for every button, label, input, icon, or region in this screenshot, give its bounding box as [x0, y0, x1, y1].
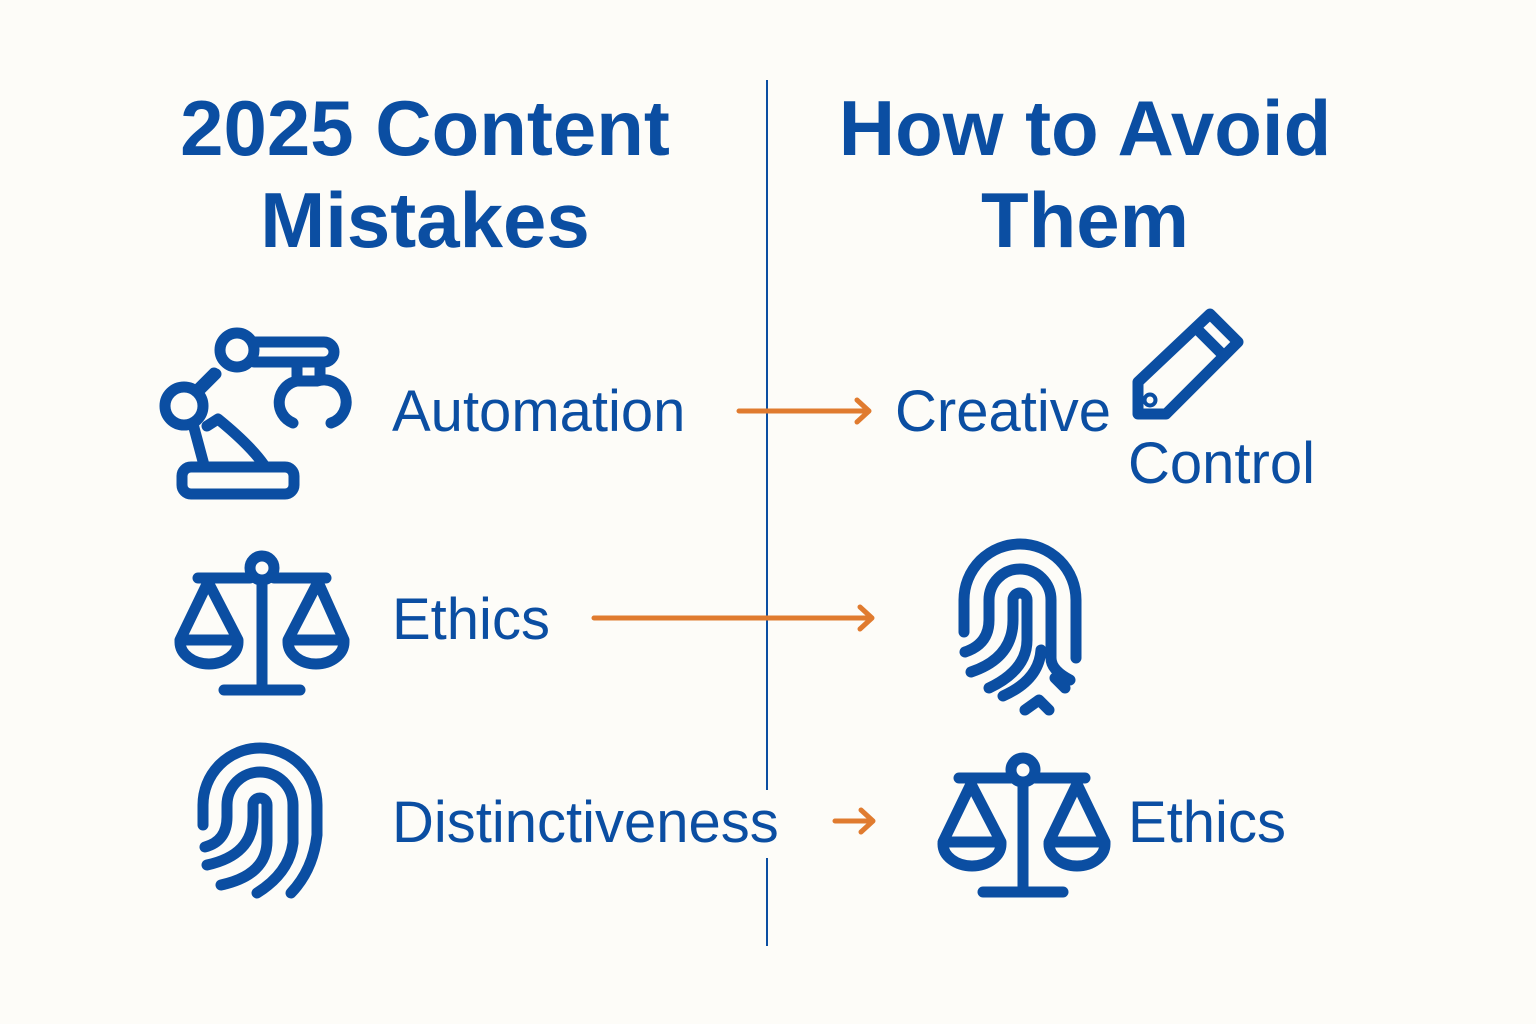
solution-creative-label: Creative: [895, 379, 1111, 444]
mistake-ethics-label: Ethics: [392, 587, 550, 652]
mistake-automation-label: Automation: [392, 379, 686, 444]
arrow-right-icon: [736, 397, 872, 425]
left-title: 2025 Content Mistakes: [100, 82, 750, 266]
left-title-line1: 2025 Content: [180, 84, 670, 172]
pencil-icon: [1132, 308, 1244, 420]
scales-icon: [174, 550, 350, 696]
right-title: How to Avoid Them: [760, 82, 1410, 266]
solution-ethics-label: Ethics: [1128, 790, 1286, 855]
left-title-line2: Mistakes: [260, 176, 590, 264]
scales-icon: [937, 752, 1111, 898]
arrow-right-icon: [591, 604, 875, 632]
solution-control-label: Control: [1128, 431, 1315, 496]
mistake-distinctiveness-label: Distinctiveness: [392, 790, 779, 855]
fingerprint-icon: [958, 538, 1082, 716]
fingerprint-icon: [197, 742, 323, 899]
column-divider: [766, 858, 768, 946]
column-divider: [766, 80, 768, 790]
arrow-right-icon: [832, 807, 876, 835]
right-title-line2: Them: [980, 176, 1190, 264]
right-title-line1: How to Avoid: [838, 84, 1332, 172]
robot-arm-icon: [159, 327, 352, 500]
